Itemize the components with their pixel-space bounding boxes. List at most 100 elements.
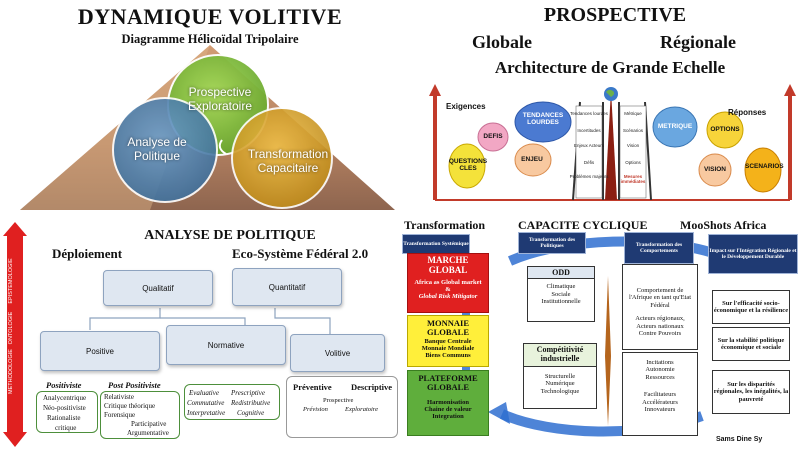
bubble-scenarios-text: SCENARIOS [745, 163, 784, 170]
bubble-vision-text: VISION [703, 166, 727, 173]
bubble-tendances-text: TENDANCES LOURDES [522, 112, 564, 127]
monnaie-title: MONNAIE GLOBALE [426, 318, 470, 338]
positiviste-heading: Positiviste [46, 380, 82, 390]
post-positiviste-heading: Post Positiviste [108, 380, 161, 390]
ladder-right-0: Métrique [624, 111, 642, 116]
prospective-regionale: Régionale [660, 32, 736, 52]
central-pillar [605, 90, 617, 200]
tab-systemique: Transformation Systémique [402, 234, 470, 254]
right-ladder [618, 101, 652, 201]
bubble-tendances [514, 101, 572, 143]
prospective-globale: Globale [472, 32, 533, 52]
comportement-top: Acteurs régionaux, Acteurs nationaux [635, 315, 685, 330]
volitive-item: Préventive [293, 382, 332, 392]
post-positiviste-item: Argumentative [127, 429, 169, 437]
normative-list: Evaluative Prescriptive Commutative Redi… [184, 384, 280, 420]
author-credit: Sams Dine Sy [716, 436, 763, 443]
analyse-title: ANALYSE DE POLITIQUE [144, 228, 316, 243]
positiviste-item: Analycentrique [43, 394, 87, 402]
label-transformation: Transformation Capacitaire [247, 147, 329, 175]
bubble-defis [477, 122, 509, 152]
normative-item: Commutative [187, 399, 225, 407]
reponses-label: Réponses [728, 108, 767, 117]
impact-disparites: Sur les disparités régionales, les inéga… [712, 370, 790, 414]
bubble-metrique-text: METRIQUE [657, 123, 693, 130]
volitive-item: Prospective [323, 397, 354, 404]
positiviste-list: Analycentrique Néo-positiviste Rationali… [36, 391, 98, 433]
plateforme-title: PLATEFORME GLOBALE [418, 373, 478, 393]
impact-efficacite: Sur l'efficacité socio-économique et la … [712, 290, 790, 324]
prospective-diagram [425, 82, 800, 212]
plateforme-line: Chaine de valeur [424, 405, 472, 413]
comportement-top: Contre Pouvoirs [638, 330, 682, 338]
post-positiviste-list: Relativiste Critique théorique Forensiqu… [100, 391, 180, 439]
incitations-line: Facilitateurs [643, 391, 677, 399]
box-monnaie: MONNAIE GLOBALE Banque Centrale Monnaie … [407, 315, 489, 367]
normative-item: Prescriptive [231, 389, 265, 397]
odd-title: ODD [528, 267, 594, 280]
incitations-line: Ressources [645, 373, 675, 381]
marche-title: MARCHE GLOBAL [427, 255, 469, 275]
competitivite-title: Compétitivité industrielle [524, 344, 596, 367]
circle-transformation [231, 107, 333, 209]
bubble-enjeu [514, 143, 552, 177]
box-marche: MARCHE GLOBAL Africa as Global market & … [407, 253, 489, 313]
tab-impact: Impact sur l'Intégration Régionale et le… [708, 234, 798, 274]
monnaie-line: Banque Centrale [424, 337, 472, 345]
impact-stabilite: Sur la stabilité politique économique et… [712, 327, 790, 361]
marche-line: & [445, 285, 451, 293]
competitivite-line: Numérique [545, 380, 575, 388]
box-quantitatif: Quantitatif [232, 268, 342, 306]
volitive-item: Prévision [303, 406, 328, 413]
box-positive: Positive [40, 331, 160, 371]
box-incitations: Incitations Autonomie Ressources Facilit… [622, 352, 698, 436]
label-prospective: Prospective Exploratoire [187, 85, 253, 113]
ladder-left-2: Enjeux Acteurs [573, 143, 605, 148]
marche-line: Africa as Global market [414, 278, 482, 286]
bar-ontologie: ONTOLOGIE [8, 311, 14, 345]
box-competitivite: Compétitivité industrielle Structurelle … [523, 343, 597, 409]
competitivite-line: Technologique [540, 387, 580, 395]
bubble-questions-text: QUESTIONS CLES [448, 158, 488, 173]
box-comportement: Comportement de l'Afrique en tant qu'Eta… [622, 264, 698, 350]
bubble-options-text: OPTIONS [710, 126, 740, 133]
ladder-left-4: Problèmes majeurs [569, 174, 609, 179]
ladder-left-3: Défis [583, 160, 595, 165]
post-positiviste-item: Participative [131, 420, 167, 428]
volitive-list: Préventive Descriptive Prospective Prévi… [286, 376, 398, 438]
post-positiviste-item: Forensique [104, 411, 136, 419]
bar-methodologie: METHODOLOGIE [8, 349, 14, 394]
spindle [605, 276, 611, 426]
odd-line: Institutionnelle [541, 298, 581, 306]
box-normative: Normative [166, 325, 286, 365]
ladder-right-2: Vision [626, 143, 640, 148]
circle-analyse [112, 97, 218, 203]
bar-epistemologie: EPISTEMOLOGIE [8, 258, 14, 304]
bubble-enjeu-text: ENJEU [521, 156, 543, 163]
capacite-moonshots: MooShots Africa [680, 218, 767, 232]
monnaie-line: Monnaie Mondiale [421, 344, 475, 352]
comportement-top: Comportement de l'Afrique en tant qu'Eta… [628, 287, 692, 309]
box-qualitatif: Qualitatif [103, 270, 213, 306]
tab-politiques: Transformation des Politiques [518, 232, 586, 254]
competitivite-line: Structurelle [544, 372, 576, 380]
box-odd: ODD Climatique Sociale Institutionnelle [527, 266, 595, 322]
plateforme-line: Harmonisation [427, 398, 469, 406]
dynamique-subtitle: Diagramme Hélicoïdal Tripolaire [121, 32, 299, 46]
incitations-line: Accélérateurs [642, 398, 678, 406]
ladder-right-3: Options [625, 160, 641, 165]
normative-item: Redistributive [231, 399, 271, 407]
normative-item: Evaluative [189, 389, 219, 397]
prospective-architecture: Architecture de Grande Echelle [494, 58, 726, 77]
incitations-line: Incitations [646, 359, 674, 366]
volitive-item: Exploratoire [345, 406, 378, 413]
incitations-line: Autonomie [645, 366, 675, 374]
ladder-right-4: Mesures immédiates [620, 174, 646, 184]
left-ladder [572, 101, 604, 201]
label-analyse: Analyse de Politique [127, 135, 187, 163]
odd-line: Sociale [551, 290, 571, 298]
exigences-label: Exigences [446, 102, 486, 111]
analyse-ecosysteme: Eco-Système Fédéral 2.0 [232, 246, 369, 261]
bubble-vision [698, 153, 732, 187]
bubble-options [706, 111, 744, 149]
